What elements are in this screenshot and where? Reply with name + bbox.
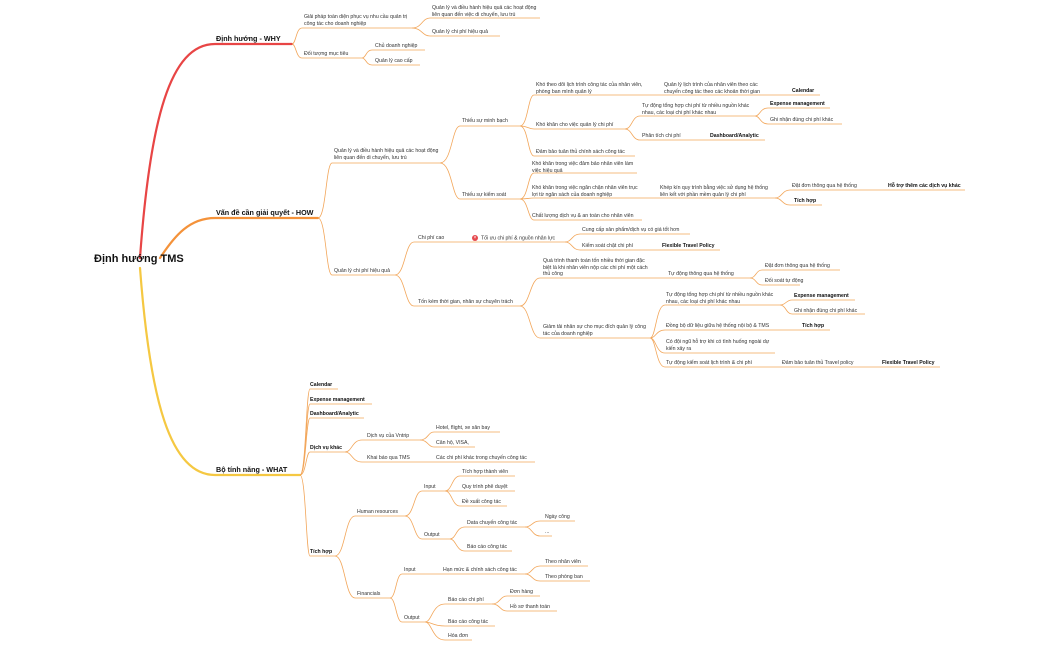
tag-flexible-policy-1[interactable]: Flexible Travel Policy [662,243,715,249]
how-record-other-2[interactable]: Ghi nhận đúng chi phí khác [794,308,858,314]
how-closed-process[interactable]: Khép kín quy trình bằng việc sử dụng hệ … [660,185,768,198]
how-optimize-label: Tối ưu chi phí & nguồn nhân lực [481,235,556,242]
branch-what [138,266,302,477]
how-auto-aggregate-2[interactable]: Tự động tổng hợp chi phí từ nhiều nguồn … [666,292,774,305]
what-other-costs[interactable]: Các chi phí khác trong chuyến công tác [436,455,527,461]
how-book-system-1[interactable]: Đặt đơn thông qua hệ thống [792,183,857,189]
what-hr-members[interactable]: Tích hợp thành viên [462,469,509,475]
how-cost-difficulty[interactable]: Khó khăn cho việc quản lý chi phí [536,122,614,128]
what-calendar[interactable]: Calendar [310,382,333,388]
what-hr-workdays[interactable]: Ngày công [545,514,570,520]
branch-how [158,216,320,260]
how-book-system-2[interactable]: Đặt đơn thông qua hệ thống [765,263,830,269]
how-manage-ops[interactable]: Quản lý và điều hành hiệu quả các hoạt đ… [334,148,439,161]
topic-what[interactable]: Bộ tính năng - WHAT [216,465,288,474]
how-policy-compliance[interactable]: Đảm bảo tuân thủ chính sách công tác [536,149,625,155]
what-fin-by-department[interactable]: Theo phòng ban [545,574,583,580]
what-fin-invoices[interactable]: Hóa đơn [448,633,469,639]
how-ensure-policy[interactable]: Đảm bảo tuân thủ Travel policy [782,360,854,366]
how-better-price[interactable]: Cung cấp sản phẩm/dịch vụ có giá tốt hơn [582,227,680,233]
what-expense[interactable]: Expense management [310,397,365,403]
why-manage[interactable]: Quản lý và điều hành hiệu quả các hoạt đ… [432,5,537,18]
what-fin-output[interactable]: Output [404,615,420,621]
what-fin-orders[interactable]: Đơn hàng [510,589,534,595]
how-auto-control[interactable]: Tự động kiểm soát lịch trình & chi phí [666,360,752,366]
tag-calendar-1[interactable]: Calendar [792,88,815,94]
how-service-safety[interactable]: Chất lượng dịch vụ & an toàn cho nhân vi… [532,213,634,219]
how-cost-effective[interactable]: Quản lý chi phí hiệu quả [334,268,390,274]
how-efficiency[interactable]: Khó khăn trong việc đảm bảo nhân viên là… [532,161,634,174]
how-payment-slow[interactable]: Quá trình thanh toán tốn nhiều thời gian… [543,258,648,278]
why-senior[interactable]: Quản lý cao cấp [375,58,413,64]
how-track-schedule[interactable]: Khó theo dõi lịch trình công tác của nhâ… [536,82,643,95]
what-hr-more[interactable]: ... [545,529,550,535]
how-time-cost[interactable]: Tốn kém thời gian, nhân sự chuyên trách [418,299,513,305]
how-sync-data[interactable]: Đồng bộ dữ liệu giữa hệ thống nội bộ & T… [666,323,770,329]
how-prevent-abuse[interactable]: Khó khăn trong việc ngăn chặn nhân viên … [532,185,638,198]
how-record-other[interactable]: Ghi nhận đúng chi phí khác [770,117,834,123]
what-hr-proposal[interactable]: Đề xuất công tác [462,499,501,505]
why-owner[interactable]: Chủ doanh nghiệp [375,43,418,49]
what-vntrip-services[interactable]: Dịch vụ của Vntrip [367,433,410,439]
how-auto-aggregate[interactable]: Tự động tổng hợp chi phí từ nhiều nguồn … [642,103,750,116]
tag-dashboard-1[interactable]: Dashboard/Analytic [710,133,759,139]
tag-flexible-policy-2[interactable]: Flexible Travel Policy [882,360,935,366]
how-lack-control[interactable]: Thiếu sự kiểm soát [462,192,507,198]
close-circle-icon: × [472,235,478,241]
what-hr-approval[interactable]: Quy trình phê duyệt [462,484,508,490]
how-support-team[interactable]: Có đội ngũ hỗ trợ khi có tình huống ngoà… [666,339,770,352]
what-fin-by-employee[interactable]: Theo nhân viên [545,559,581,565]
tag-expense-1[interactable]: Expense management [770,101,825,107]
branch-why [138,42,294,260]
why-target[interactable]: Đối tượng mục tiêu [304,51,349,57]
tag-integration-1[interactable]: Tích hợp [794,198,817,204]
what-hr-report[interactable]: Báo cáo công tác [467,544,508,550]
what-fin-trip-report[interactable]: Báo cáo công tác [448,619,489,625]
how-lack-transparency[interactable]: Thiếu sự minh bạch [462,118,508,124]
what-hr-input[interactable]: Input [424,484,436,490]
what-hotel-flight[interactable]: Hotel, flight, xe sân bay [436,425,490,431]
how-optimize[interactable]: ×Tối ưu chi phí & nguồn nhân lực [472,235,555,242]
how-manage-schedule[interactable]: Quản lý lịch trình của nhân viên theo cá… [664,82,760,95]
how-cost-analysis[interactable]: Phân tích chi phí [642,133,681,139]
tag-expense-2[interactable]: Expense management [794,293,849,299]
topic-why[interactable]: Định hướng - WHY [216,34,281,43]
what-hr[interactable]: Human resources [357,509,398,515]
what-hr-trip-data[interactable]: Data chuyến công tác [467,520,518,526]
tag-integration-2[interactable]: Tích hợp [802,323,825,329]
how-tight-control[interactable]: Kiểm soát chặt chi phí [582,243,634,249]
how-auto-system[interactable]: Tự động thông qua hệ thống [668,271,734,277]
what-fin-payment-docs[interactable]: Hồ sơ thanh toán [510,604,551,610]
what-fin-cost-report[interactable]: Báo cáo chi phí [448,597,484,603]
what-fin-limits[interactable]: Hạn mức & chính sách công tác [443,567,517,573]
what-integration[interactable]: Tích hợp [310,549,333,555]
topic-how[interactable]: Vấn đề cần giải quyết - HOW [216,208,314,217]
what-financials[interactable]: Financials [357,591,381,597]
how-high-cost[interactable]: Chi phí cao [418,235,445,241]
how-reduce-staff[interactable]: Giảm tải nhân sự cho mục đích quản lý cô… [543,324,646,337]
what-apartment-visa[interactable]: Cân hộ, VISA, [436,440,469,446]
what-fin-input[interactable]: Input [404,567,416,573]
tag-more-services[interactable]: Hỗ trợ thêm các dịch vụ khác [888,183,961,189]
what-declare-tms[interactable]: Khai báo qua TMS [367,455,410,461]
what-dashboard[interactable]: Dashboard/Analytic [310,411,359,417]
what-other-services[interactable]: Dịch vụ khác [310,445,343,451]
why-cost[interactable]: Quản lý chi phí hiệu quả [432,29,488,35]
root-topic[interactable]: Định hướng TMS [94,253,184,265]
why-solution[interactable]: Giải pháp toàn diện phục vụ nhu cầu quản… [304,14,408,27]
what-hr-output[interactable]: Output [424,532,440,538]
how-auto-reconcile[interactable]: Đối soát tự động [765,278,804,284]
